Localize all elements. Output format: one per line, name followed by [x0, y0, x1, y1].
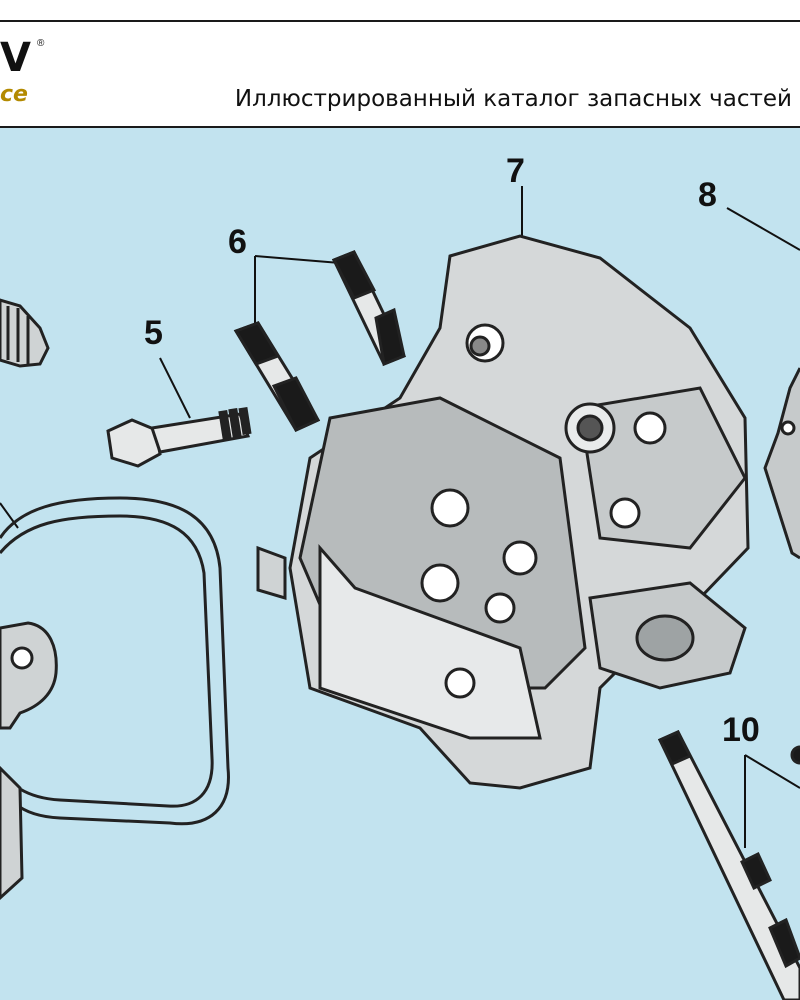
exploded-view-drawing [0, 186, 800, 1000]
brand-tagline: ce [0, 82, 28, 107]
header-top-rule [0, 20, 800, 22]
leader-line-10b [744, 754, 800, 789]
leader-line-8 [726, 207, 800, 251]
leader-line-6b [254, 255, 341, 264]
leader-lines [0, 186, 800, 848]
long-stud-icon [657, 730, 800, 1000]
callout-6: 6 [228, 223, 247, 261]
callout-8: 8 [698, 176, 717, 214]
threaded-part-fragment-icon [0, 298, 50, 368]
callout-5: 5 [144, 314, 163, 352]
gasket-icon [763, 367, 800, 560]
catalog-header: V ® ce Иллюстрированный каталог запасных… [0, 0, 800, 128]
header-bottom-rule [0, 126, 800, 128]
valve-cover-gasket-icon [0, 496, 230, 826]
valve-cover-fragment-icon [0, 621, 58, 901]
flange-bolt-icon [106, 406, 252, 468]
callout-10: 10 [722, 711, 760, 749]
registered-mark: ® [37, 38, 45, 49]
exploded-view-diagram: 5 6 7 8 10 [0, 128, 800, 1000]
brand-logo: V [0, 35, 31, 81]
leader-line-5 [159, 357, 191, 419]
leader-line-left [0, 502, 19, 529]
stud-pin-icon [233, 250, 407, 432]
catalog-title: Иллюстрированный каталог запасных частей [234, 86, 792, 112]
callout-7: 7 [506, 152, 525, 190]
cylinder-head-icon [256, 234, 750, 790]
